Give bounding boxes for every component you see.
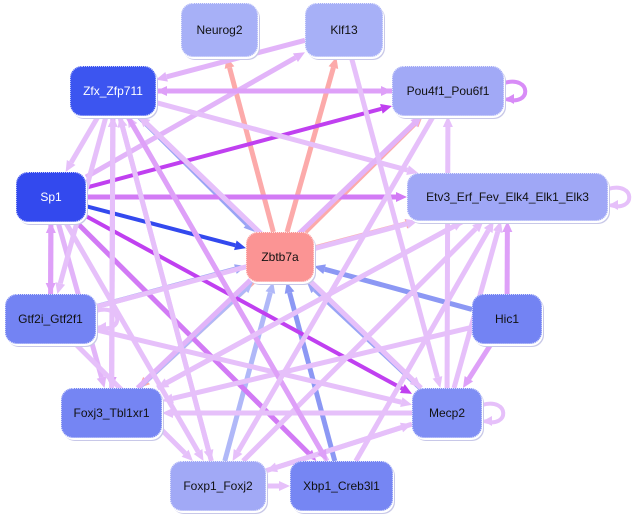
edge-Sp1-to-Pou4f1_Pou6f1 bbox=[85, 103, 392, 190]
node-etv3-erf-fev-elk4-elk1-elk3[interactable]: Etv3_Erf_Fev_Elk4_Elk1_Elk3 bbox=[407, 173, 608, 221]
edge-Xbp1_Creb3l1-to-Etv3_Erf_Fev_Elk4_Elk1_Elk3 bbox=[353, 221, 494, 463]
node-gtf2i-gtf2f1[interactable]: Gtf2i_Gtf2f1 bbox=[5, 294, 96, 344]
node-neurog2[interactable]: Neurog2 bbox=[181, 3, 258, 57]
edge-Pou4f1_Pou6f1-to-Foxp1_Foxj2 bbox=[232, 114, 436, 461]
node-label: Gtf2i_Gtf2f1 bbox=[18, 312, 83, 326]
edge-Klf13-to-Zfx_Zfp711 bbox=[156, 37, 306, 82]
edge-Foxp1_Foxj2-to-Mecp2 bbox=[265, 422, 412, 474]
edge-Gtf2i_Gtf2f1-to-Sp1 bbox=[45, 222, 56, 295]
node-mecp2[interactable]: Mecp2 bbox=[412, 388, 482, 438]
edge-Hic1-to-Etv3_Erf_Fev_Elk4_Elk1_Elk3 bbox=[502, 221, 513, 295]
edge-Hic1-to-Mecp2 bbox=[462, 342, 494, 388]
node-label: Xbp1_Creb3l1 bbox=[303, 479, 380, 493]
edge-Sp1-to-Etv3_Erf_Fev_Elk4_Elk1_Elk3 bbox=[86, 192, 407, 202]
node-label: Foxj3_Tbl1xr1 bbox=[73, 406, 150, 420]
node-label: Pou4f1_Pou6f1 bbox=[406, 84, 490, 98]
node-label: Mecp2 bbox=[428, 406, 466, 420]
edge-Zbtb7a-to-Klf13 bbox=[284, 57, 339, 233]
edge-Klf13-to-Mecp2 bbox=[348, 56, 443, 388]
node-label: Neurog2 bbox=[196, 23, 243, 37]
edge-Foxj3_Tbl1xr1-to-Zfx_Zfp711 bbox=[107, 116, 118, 389]
edge-Etv3_Erf_Fev_Elk4_Elk1_Elk3-to-Foxj3_Tbl1xr1 bbox=[157, 218, 465, 388]
edge-Zfx_Zfp711-to-Xbp1_Creb3l1 bbox=[125, 114, 328, 461]
node-foxp1-foxj2[interactable]: Foxp1_Foxj2 bbox=[170, 461, 266, 511]
edge-Zfx_Zfp711-to-Sp1 bbox=[65, 114, 101, 172]
node-label: Klf13 bbox=[330, 23, 358, 37]
node-hic1[interactable]: Hic1 bbox=[472, 294, 542, 344]
node-pou4f1-pou6f1[interactable]: Pou4f1_Pou6f1 bbox=[392, 66, 504, 116]
node-label: Hic1 bbox=[494, 312, 519, 326]
node-xbp1-creb3l1[interactable]: Xbp1_Creb3l1 bbox=[290, 461, 393, 511]
edge-Xbp1_Creb3l1-to-Zbtb7a bbox=[284, 282, 338, 462]
node-foxj3-tbl1xr1[interactable]: Foxj3_Tbl1xr1 bbox=[61, 388, 162, 438]
edge-Foxp1_Foxj2-to-Etv3_Erf_Fev_Elk4_Elk1_Elk3 bbox=[241, 221, 484, 463]
edge-Pou4f1_Pou6f1-to-Pou4f1_Pou6f1 bbox=[503, 79, 528, 104]
edge-Sp1-to-Foxp1_Foxj2 bbox=[63, 220, 204, 461]
edge-Sp1-to-Mecp2 bbox=[85, 214, 412, 394]
edge-Foxp1_Foxj2-to-Zfx_Zfp711 bbox=[117, 116, 214, 462]
edge-Foxp1_Foxj2-to-Zbtb7a bbox=[222, 282, 276, 462]
node-label: Zbtb7a bbox=[261, 250, 299, 264]
node-label: Sp1 bbox=[40, 190, 62, 204]
edge-Gtf2i_Gtf2f1-to-Mecp2 bbox=[95, 327, 412, 408]
edge-Foxp1_Foxj2-to-Xbp1_Creb3l1 bbox=[266, 481, 290, 491]
node-label: Etv3_Erf_Fev_Elk4_Elk1_Elk3 bbox=[426, 190, 589, 204]
edge-Pou4f1_Pou6f1-to-Zfx_Zfp711 bbox=[156, 86, 392, 96]
node-klf13[interactable]: Klf13 bbox=[305, 3, 383, 57]
edge-Mecp2-to-Mecp2 bbox=[481, 401, 506, 426]
node-zfx-zfp711[interactable]: Zfx_Zfp711 bbox=[70, 66, 156, 116]
edge-Etv3_Erf_Fev_Elk4_Elk1_Elk3-to-Etv3_Erf_Fev_Elk4_Elk1_Elk3 bbox=[607, 185, 632, 210]
node-sp1[interactable]: Sp1 bbox=[16, 172, 86, 222]
node-label: Zfx_Zfp711 bbox=[83, 84, 143, 98]
edge-Zfx_Zfp711-to-Etv3_Erf_Fev_Elk4_Elk1_Elk3 bbox=[155, 100, 419, 175]
node-zbtb7a[interactable]: Zbtb7a bbox=[246, 232, 314, 282]
edge-Sp1-to-Klf13 bbox=[84, 52, 305, 180]
node-label: Foxp1_Foxj2 bbox=[183, 479, 253, 493]
